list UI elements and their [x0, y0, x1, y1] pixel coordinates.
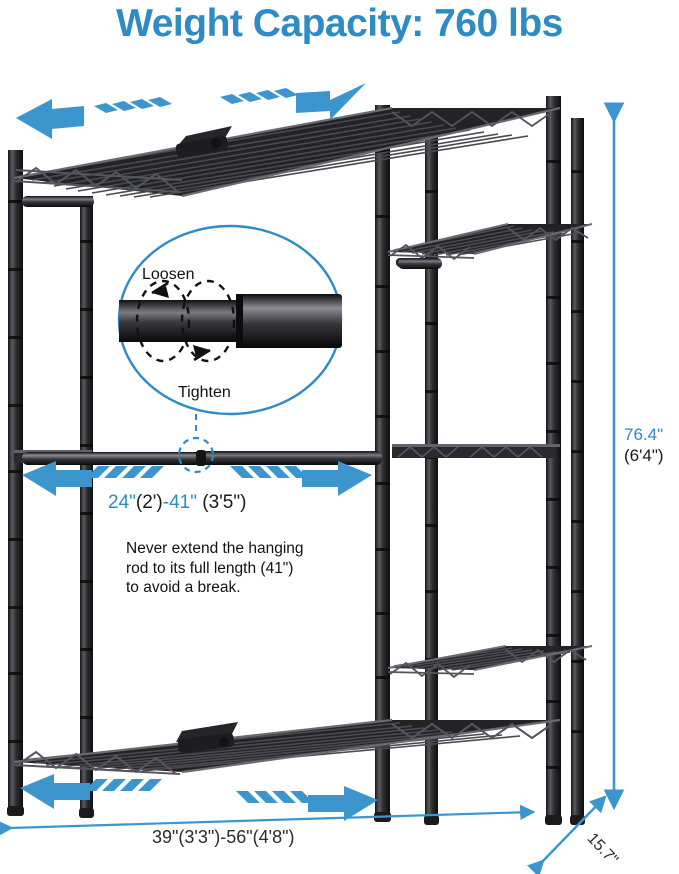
rod-min-inches: 24" — [108, 492, 136, 513]
base-connector-clip — [176, 722, 238, 753]
height-secondary: (6'4") — [624, 446, 664, 465]
height-dimension-label: 76.4" (6'4") — [624, 424, 664, 466]
rod-min-feet: (2') — [135, 492, 163, 513]
top-shelf — [13, 106, 561, 198]
upper-right-hanging-rod — [398, 258, 442, 269]
base-expand-right-arrow — [236, 786, 378, 821]
vertical-posts — [7, 96, 585, 825]
callout-tighten-label: Tighten — [178, 384, 231, 401]
shelf-connector-clip — [175, 126, 232, 158]
width-dimension-label: 39"(3'3")-56"(4'8") — [152, 827, 295, 847]
lower-right-shelf — [387, 645, 593, 679]
base-expand-left-arrow — [20, 774, 162, 809]
width-dimension-arrow — [0, 804, 536, 837]
rack-frame — [7, 96, 593, 825]
depth-dimension-arrow — [526, 795, 607, 874]
warning-line-2: rod to its full length (41") — [126, 559, 294, 577]
rod-max-inches: -41" — [162, 492, 197, 513]
warning-line-1: Never extend the hanging — [126, 540, 304, 557]
rod-expand-right-arrow — [230, 461, 372, 496]
warning-text: Never extend the hanging rod to its full… — [126, 539, 304, 598]
height-primary: 76.4" — [624, 425, 664, 444]
annotation-arrows — [0, 83, 625, 874]
page-title: Weight Capacity: 760 lbs — [116, 2, 563, 45]
rod-expand-left-arrow — [22, 461, 164, 496]
rod-adjustment-callout — [117, 224, 343, 474]
telescoping-hanging-rod — [22, 450, 382, 466]
upper-hanging-rod — [22, 196, 94, 207]
callout-loosen-label: Loosen — [142, 266, 195, 283]
expand-left-arrow-top — [16, 97, 172, 139]
expand-right-arrow-top — [220, 83, 366, 120]
warning-line-3: to avoid a break. — [126, 579, 241, 596]
rod-max-feet: (3'5") — [202, 492, 247, 513]
rod-dimension-label: 24"(2')-41" (3'5") — [108, 492, 246, 514]
bottom-shelf — [13, 718, 561, 775]
middle-right-shelf-rail — [392, 444, 560, 459]
